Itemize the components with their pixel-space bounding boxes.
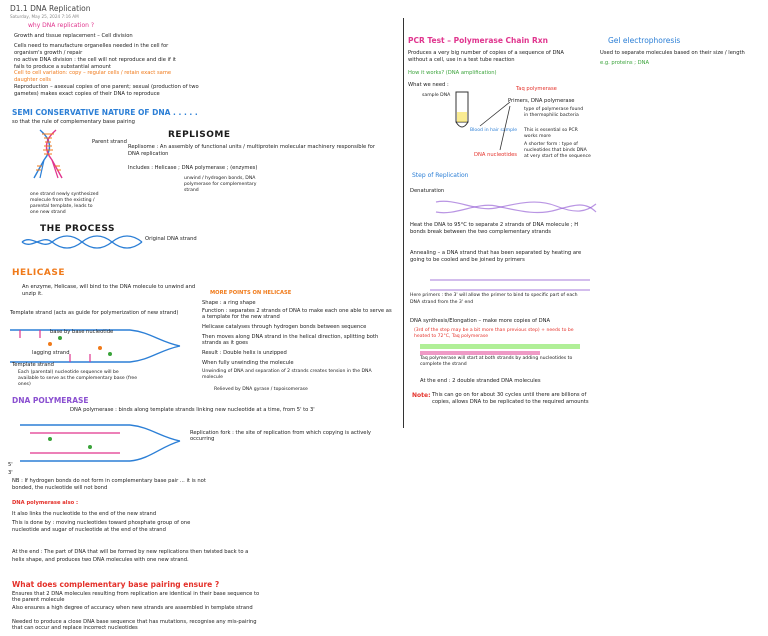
complementary-heading: What does complementary base pairing ens… (12, 580, 220, 589)
step-3-label: DNA synthesis/Elongation – make more cop… (410, 318, 551, 324)
steps-heading: Step of Replication (412, 172, 469, 179)
taq-note-1: type of polymerase found in thermophilic… (524, 107, 584, 118)
step-1-label: Denaturation (410, 188, 445, 194)
at-end-note: At the end : The part of DNA that will b… (12, 549, 249, 563)
gel-heading: Gel electrophoresis (608, 36, 681, 45)
helicase-point-2: Function : separates 2 strands of DNA to… (202, 308, 392, 320)
three-prime-label: 3' (8, 470, 13, 476)
replisome-enzymes: Includes : Helicase ; DNA polymerase ; (… (128, 165, 258, 171)
poly-also-1: It also links the nucleotide to the end … (12, 511, 157, 517)
each-strand-note: Each (parental) nucleotide sequence will… (18, 370, 138, 387)
page-date: Saturday, May 25, 2024 7:16 AM (10, 14, 79, 19)
five-prime-label: 5' (8, 462, 13, 468)
taq-polymerase-label: Taq polymerase (516, 86, 557, 92)
why-item-2: Cells need to manufacture organelles nee… (14, 43, 169, 56)
step-3-note: (3rd of the step may be a bit more than … (414, 328, 574, 339)
new-strand-note: one strand newly synthesized molecule fr… (30, 192, 99, 215)
dna-polymerase-heading: DNA POLYMERASE (12, 396, 89, 405)
semi-conservative-sub: so that the rule of complementary base p… (12, 119, 135, 125)
polymerase-fork-diagram (20, 424, 181, 462)
primers-label: Primers, DNA polymerase (508, 98, 575, 104)
more-points-heading: MORE POINTS ON HELICASE (210, 290, 292, 296)
why-item-3: no active DNA division : the cell will n… (14, 57, 176, 70)
process-heading: THE PROCESS (40, 224, 115, 234)
helicase-point-3: Helicase catalyses through hydrogen bond… (202, 324, 367, 330)
original-strand-helix (21, 235, 143, 249)
template-strand-label: Template strand (acts as guide for polym… (10, 310, 179, 316)
step-3-description: Taq polymerase will start at both strand… (420, 356, 573, 367)
pcr-intro: Produces a very big number of copies of … (408, 50, 564, 63)
lagging-label: lagging strand (32, 350, 70, 356)
semi-conservative-heading: SEMI CONSERVATIVE NATURE OF DNA . . . . … (12, 108, 198, 117)
h-bond-note: NB : If hydrogen bonds do not form in co… (12, 478, 206, 491)
helicase-point-8: Relieved by DNA gyrase / topoisomerase (214, 387, 308, 392)
pcr-arrows (479, 101, 511, 151)
taq-note-2: This is essential so PCR works more (524, 128, 578, 139)
note-label: Note: (412, 392, 431, 399)
helicase-intro: An enzyme, Helicase, will bind to the DN… (22, 284, 196, 297)
annealing-strands (430, 279, 590, 291)
complementary-item-2: Also ensures a high degree of accuracy w… (12, 605, 253, 611)
page-title: D1.1 DNA Replication (10, 4, 91, 13)
gel-item-1: Used to separate molecules based on thei… (600, 50, 745, 56)
complementary-item-3: Needed to produce a close DNA base seque… (12, 619, 257, 631)
helicase-point-6: When fully unwinding the molecule (202, 360, 294, 366)
complementary-item-1: Ensures that 2 DNA molecules resulting f… (12, 591, 260, 603)
why-item-1: Growth and tissue replacement – Cell div… (14, 33, 133, 39)
enzymes-note: unwind / hydrogen bonds, DNA polymerase … (184, 176, 257, 193)
poly-also-heading: DNA polymerase also : (12, 500, 79, 506)
dna-polymerase-definition: DNA polymerase : binds along template st… (70, 407, 315, 413)
helicase-point-4: Then moves along DNA strand in the helic… (202, 334, 379, 346)
template-strand-2-label: Template strand (12, 362, 54, 368)
why-item-4: Cell to cell variation: copy – regular c… (14, 70, 172, 83)
step-2-note: Here primers : the 3' will allow the pri… (410, 293, 578, 305)
helicase-heading: HELICASE (12, 268, 65, 278)
gel-item-2: e.g. proteins ; DNA (600, 60, 650, 66)
dna-nucleotides-label: DNA nucleotides (474, 152, 517, 158)
step-2-label: Annealing – a DNA strand that has been s… (410, 250, 582, 263)
sample-label: sample DNA (422, 93, 451, 98)
helicase-point-1: Shape : a ring shape (202, 300, 256, 306)
step-3-end: At the end : 2 double stranded DNA molec… (420, 378, 541, 384)
taq-note-3: A shorter form : type of nucleotides tha… (524, 142, 591, 159)
replication-fork-note: Replication fork : the site of replicati… (190, 430, 371, 442)
original-strand-label: Original DNA strand (145, 236, 197, 242)
base-by-base-label: base by base nucleotide (50, 329, 114, 335)
step-1-note: Heat the DNA to 95°C to separate 2 stran… (410, 222, 579, 235)
helicase-point-7: Unwinding of DNA and separation of 2 str… (202, 369, 372, 380)
replisome-heading: REPLISOME (168, 130, 231, 140)
pcr-heading: PCR Test – Polymerase Chain Rxn (408, 36, 548, 45)
replisome-definition: Replisome : An assembly of functional un… (128, 144, 375, 157)
pcr-how: How it works? (DNA amplification) (408, 70, 497, 76)
elongation-strands (420, 344, 580, 355)
helicase-fork-diagram (10, 329, 181, 363)
parent-strand-label: Parent strand (92, 139, 127, 145)
helicase-point-5: Result : Double helix is unzipped (202, 350, 287, 356)
blood-hair-label: Blood in hair sample (470, 128, 518, 133)
why-heading: why DNA replication ? (28, 22, 95, 29)
what-needed-label: What we need : (408, 82, 449, 88)
denaturation-strands (435, 200, 597, 214)
semi-conservative-diagram (33, 129, 63, 179)
poly-also-2: This is done by : moving nucleotides tow… (12, 520, 191, 533)
pcr-final-note: This can go on for about 30 cycles until… (432, 392, 589, 405)
reproduction-note: Reproduction – asexual copies of one par… (14, 84, 199, 97)
column-divider (403, 18, 404, 428)
test-tube-drawing (455, 91, 469, 128)
